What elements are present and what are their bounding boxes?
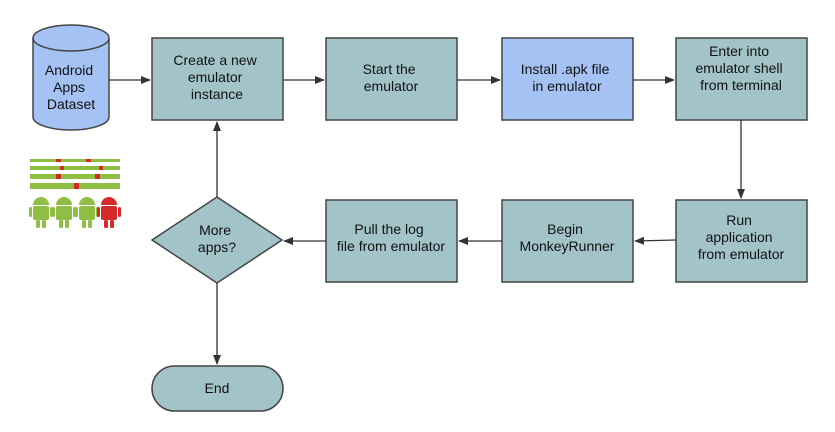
node-enter-shell-line-3: from terminal [700, 77, 782, 93]
node-create-emulator-line-1: Create a new [173, 52, 257, 68]
node-more-apps-label: More apps? [198, 222, 236, 255]
node-end: End [151, 365, 284, 412]
android-mini-robots [30, 159, 120, 189]
node-start-emulator-line-2: emulator [364, 78, 419, 94]
node-create-emulator-label: Create a new emulator instance [173, 52, 260, 102]
node-enter-shell-line-1: Enter into [709, 43, 769, 59]
android-robot-4-red [97, 197, 121, 228]
android-robot-2 [52, 197, 76, 228]
node-begin-monkeyrunner-label: Begin MonkeyRunner [520, 221, 615, 254]
node-enter-shell-label: Enter into emulator shell from terminal [695, 43, 786, 93]
dataset-cylinder: Android Apps Dataset [32, 24, 110, 131]
node-start-emulator-label: Start the emulator [363, 61, 420, 94]
node-install-apk-line-2: in emulator [532, 78, 602, 94]
node-end-label: End [205, 380, 230, 396]
node-run-application-line-1: Run [726, 212, 752, 228]
node-install-apk: Install .apk file in emulator [501, 37, 634, 121]
dataset-label-line-1: Android [45, 62, 93, 78]
node-pull-log-label: Pull the log file from emulator [337, 221, 445, 254]
node-more-apps-line-1: More [199, 222, 231, 238]
node-run-application: Run application from emulator [675, 199, 808, 283]
node-enter-shell-line-2: emulator shell [695, 60, 782, 76]
dataset-label-line-3: Dataset [47, 96, 95, 112]
node-begin-monkeyrunner: Begin MonkeyRunner [501, 199, 634, 283]
node-pull-log: Pull the log file from emulator [325, 199, 458, 283]
node-create-emulator-line-2: emulator [188, 69, 243, 85]
node-install-apk-label: Install .apk file in emulator [521, 61, 614, 94]
node-pull-log-line-1: Pull the log [354, 221, 423, 237]
node-start-emulator-line-1: Start the [363, 61, 416, 77]
node-end-line-1: End [205, 380, 230, 396]
node-start-emulator: Start the emulator [325, 37, 458, 121]
arrow-run-to-monkeyrunner [634, 236, 677, 245]
connectors [109, 76, 745, 365]
android-robots-icon [29, 159, 121, 228]
node-install-apk-line-1: Install .apk file [521, 61, 610, 77]
node-create-emulator: Create a new emulator instance [151, 37, 284, 121]
node-more-apps-decision: More apps? [150, 196, 284, 284]
node-run-application-line-3: from emulator [698, 246, 785, 262]
node-run-application-line-2: application [706, 229, 773, 245]
node-create-emulator-line-3: instance [191, 86, 243, 102]
node-begin-monkeyrunner-line-1: Begin [547, 221, 583, 237]
node-begin-monkeyrunner-line-2: MonkeyRunner [520, 238, 615, 254]
node-run-application-label: Run application from emulator [698, 212, 785, 262]
node-pull-log-line-2: file from emulator [337, 238, 445, 254]
dataset-label-line-2: Apps [53, 79, 85, 95]
android-robot-3 [75, 197, 99, 228]
dataset-label: Android Apps Dataset [45, 62, 97, 112]
android-robot-1 [29, 197, 53, 228]
node-more-apps-line-2: apps? [198, 239, 236, 255]
node-enter-shell: Enter into emulator shell from terminal [675, 37, 808, 121]
